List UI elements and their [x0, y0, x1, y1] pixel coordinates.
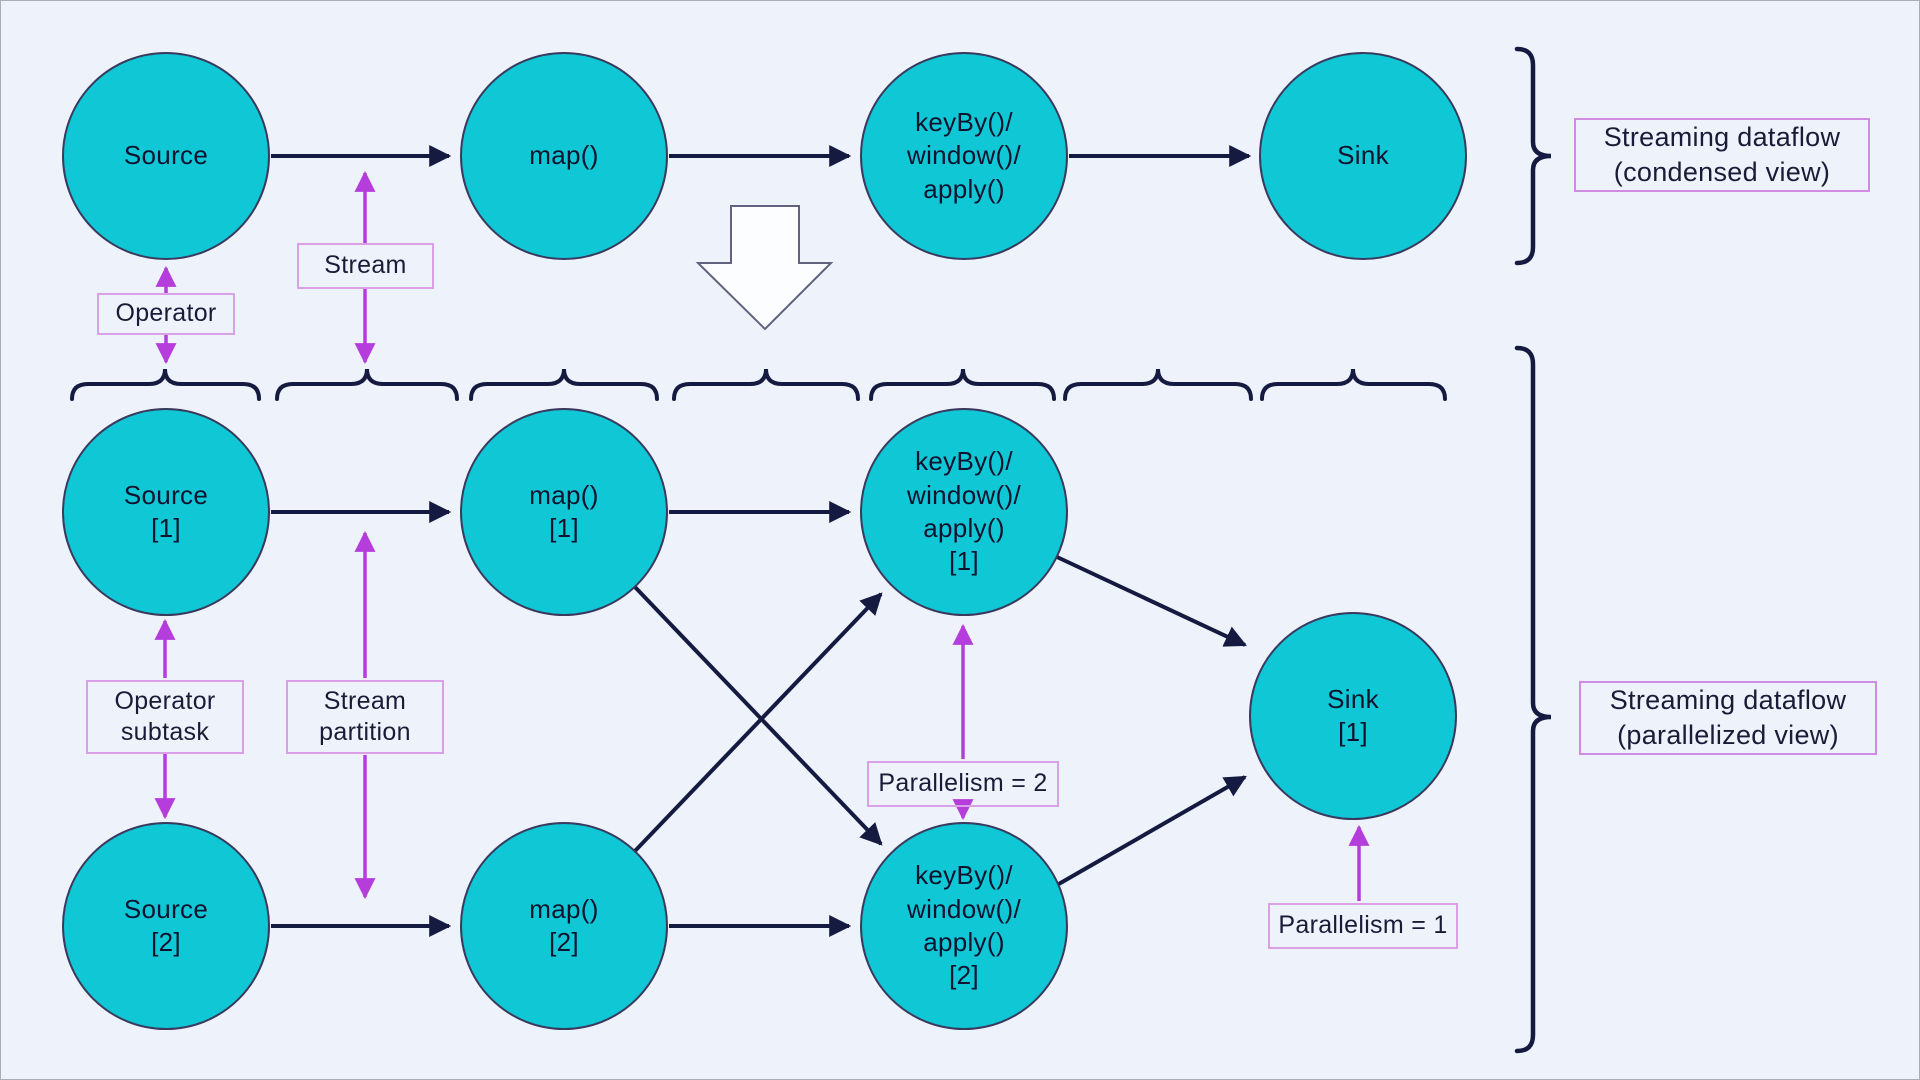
node-label: [2]	[549, 927, 579, 957]
label-text: Streaming dataflow	[1609, 684, 1847, 715]
stream-label: Stream	[297, 243, 434, 289]
node-label: Sink	[1337, 140, 1389, 171]
node-label: keyBy()/	[915, 860, 1013, 891]
node-keyby-window-apply-1: keyBy()/ window()/ apply() [1]	[860, 408, 1068, 616]
operator-label: Operator	[97, 293, 235, 335]
label-text: Stream	[324, 251, 407, 280]
node-keyby-window-apply: keyBy()/ window()/ apply()	[860, 52, 1068, 260]
node-label: Source	[123, 893, 209, 924]
node-sink-1: Sink [1]	[1249, 612, 1457, 820]
parallelism-2-label: Parallelism = 2	[867, 761, 1059, 807]
label-text: (parallelized view)	[1617, 720, 1839, 750]
label-text: Operator	[114, 686, 216, 715]
label-text: Parallelism = 2	[878, 769, 1048, 798]
node-label: Source	[123, 479, 209, 510]
label-text: Operator	[115, 299, 217, 328]
parallelized-view-label: Streaming dataflow (parallelized view)	[1579, 681, 1877, 755]
column-braces	[70, 368, 1447, 401]
node-keyby-window-apply-2: keyBy()/ window()/ apply() [2]	[860, 822, 1068, 1030]
node-source-1: Source [1]	[62, 408, 270, 616]
parallelism-1-label: Parallelism = 1	[1268, 903, 1458, 949]
node-map-2: map() [2]	[460, 822, 668, 1030]
label-text: subtask	[120, 718, 210, 746]
node-label: Sink	[1327, 683, 1379, 714]
annotation-arrows	[154, 170, 1370, 901]
node-label: [2]	[151, 927, 181, 957]
label-text: partition	[319, 718, 411, 746]
node-label: [1]	[549, 513, 579, 543]
operator-subtask-label: Operator subtask	[86, 680, 244, 754]
node-label: apply()	[923, 513, 1005, 543]
condensed-brace	[1514, 46, 1552, 266]
label-text: Parallelism = 1	[1278, 911, 1448, 940]
label-text: Streaming dataflow	[1603, 121, 1841, 152]
node-label: map()	[529, 140, 599, 171]
stream-partition-label: Stream partition	[286, 680, 444, 754]
node-label: keyBy()/	[915, 107, 1013, 138]
node-label: [1]	[151, 513, 181, 543]
node-source-2: Source [2]	[62, 822, 270, 1030]
node-label: [1]	[1338, 717, 1368, 747]
node-label: keyBy()/	[915, 446, 1013, 477]
node-label: window()/	[907, 893, 1021, 924]
node-label: Source	[123, 140, 209, 171]
node-map-1: map() [1]	[460, 408, 668, 616]
node-map: map()	[460, 52, 668, 260]
node-label: [2]	[949, 960, 979, 991]
node-label: map()	[529, 893, 599, 924]
label-text: (condensed view)	[1613, 157, 1831, 187]
node-sink: Sink	[1259, 52, 1467, 260]
parallelized-flow-arrows	[271, 501, 1247, 937]
node-label: window()/	[907, 140, 1021, 171]
node-source: Source	[62, 52, 270, 260]
node-label: [1]	[949, 546, 979, 577]
transform-arrow-icon	[695, 205, 834, 331]
node-label: apply()	[923, 927, 1005, 957]
parallelized-brace	[1514, 345, 1552, 1054]
node-label: window()/	[907, 479, 1021, 510]
condensed-view-label: Streaming dataflow (condensed view)	[1574, 118, 1870, 192]
node-label: apply()	[923, 173, 1005, 204]
label-text: Stream	[323, 686, 407, 715]
node-label: map()	[529, 479, 599, 510]
